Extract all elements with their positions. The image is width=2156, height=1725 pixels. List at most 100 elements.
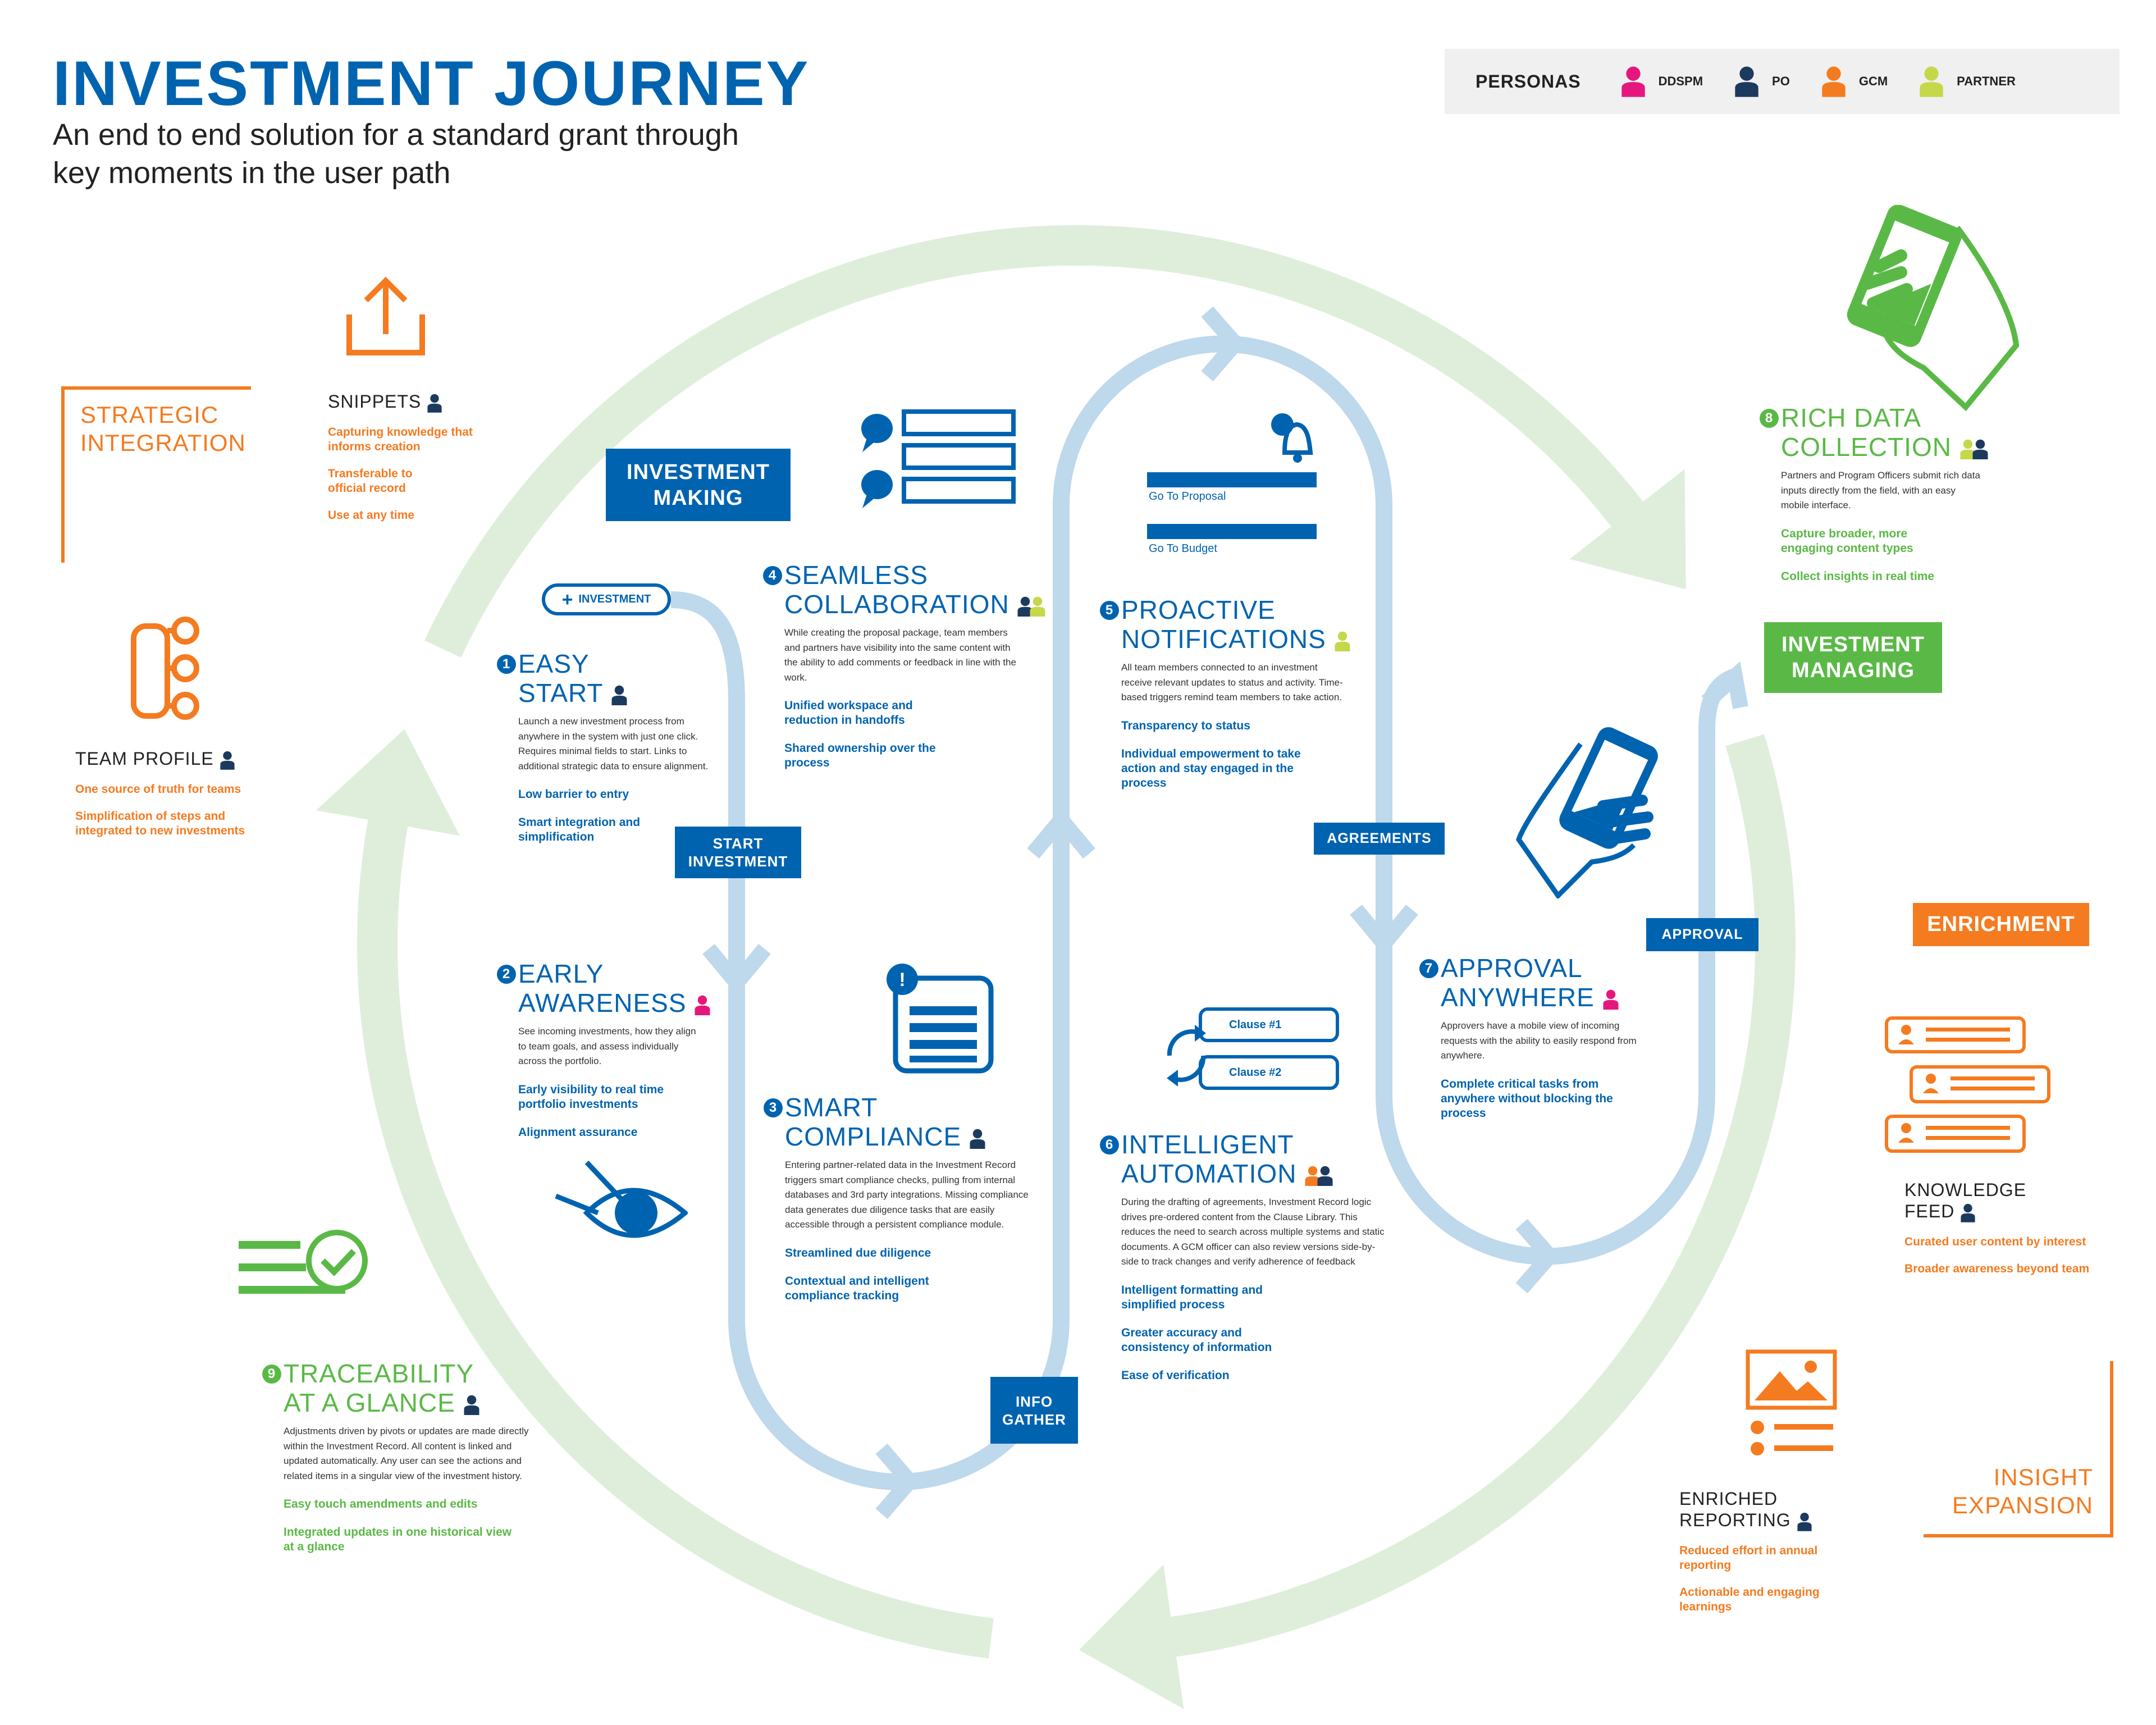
personas-label: PERSONAS (1476, 71, 1581, 92)
mobile-approval-icon (1516, 727, 1658, 898)
refresh-icon (1167, 1025, 1206, 1087)
step-description: Approvers have a mobile view of incoming… (1441, 1020, 1637, 1061)
notification-bar (1147, 472, 1317, 487)
bell-icon (1271, 413, 1313, 463)
team-profile-item: Simplification of steps and integrated t… (75, 809, 245, 837)
step-title: SEAMLESS (784, 560, 928, 590)
step-title: NOTIFICATIONS (1121, 624, 1326, 654)
step-benefit: Low barrier to entry (518, 788, 629, 801)
step-number-badge: 2 (497, 965, 516, 984)
notification-bar (1147, 524, 1317, 539)
step-benefit: Easy touch amendments and edits (284, 1498, 478, 1510)
step-title: COMPLIANCE (785, 1122, 962, 1151)
person-icon (427, 394, 442, 413)
step-number-badge: 6 (1100, 1135, 1119, 1154)
step-title: INTELLIGENT (1121, 1130, 1294, 1159)
persona-gcm: GCM (1821, 66, 1888, 97)
step-title: EARLY (518, 959, 604, 988)
team-profile-item: One source of truth for teams (75, 782, 241, 796)
step-title: AWARENESS (518, 988, 687, 1017)
person-icon (220, 751, 235, 770)
step-title: PROACTIVE (1121, 595, 1276, 624)
new-investment-button[interactable]: +INVESTMENT (542, 583, 671, 615)
image-report-icon (1746, 1349, 1837, 1455)
path-arrow-right-1 (875, 1443, 920, 1519)
snippets-item: Capturing knowledge that informs creatio… (328, 425, 473, 453)
person-icon (1960, 1203, 1976, 1222)
mobile-hand-icon (1847, 205, 2019, 412)
knowledge-feed-title: KNOWLEDGE FEED (1904, 1180, 2027, 1221)
step-title: EASY (518, 649, 590, 678)
path-arrow-down-2 (1350, 905, 1418, 956)
step-benefit: Smart integration and simplification (518, 816, 641, 843)
step-benefit: Ease of verification (1121, 1368, 1230, 1382)
milestone-start-investment: START INVESTMENT (675, 827, 801, 878)
path-arrow-right-3 (1515, 1219, 1560, 1294)
person-icon (1919, 66, 1944, 97)
step-description: Launch a new investment process from any… (518, 716, 709, 772)
person-icon (1304, 1165, 1321, 1186)
milestone-approval: APPROVAL (1646, 918, 1758, 951)
person-icon (611, 684, 628, 706)
snippets-item: Transferable to official record (328, 467, 413, 495)
step-benefit: Capture broader, more engaging content t… (1781, 527, 1913, 555)
snippets-item: Use at any time (328, 508, 415, 522)
chat-collaboration-icon (861, 409, 1016, 508)
team-profile-title: TEAM PROFILE (75, 749, 214, 769)
personas-legend: PERSONAS DDSPM PO GCM PARTNER (1445, 49, 2120, 114)
cycle-arrowhead (1569, 469, 1686, 590)
insight-expansion-label: INSIGHT EXPANSION (1952, 1464, 2093, 1518)
step-number-badge: 4 (763, 566, 782, 585)
persona-partner: PARTNER (1919, 66, 2016, 97)
path-arrow-up-2 (1701, 661, 1748, 709)
page-title: INVESTMENT JOURNEY (53, 48, 810, 118)
lifecycle-cycle-arrows (316, 225, 1796, 1709)
person-icon (1797, 1512, 1812, 1531)
person-icon (1821, 66, 1847, 97)
step-description: During the drafting of agreements, Inves… (1121, 1197, 1385, 1267)
journey-path (670, 335, 1738, 1490)
step-benefit: Collect insights in real time (1781, 569, 1935, 583)
step-benefit: Unified workspace and reduction in hando… (784, 699, 913, 727)
strategic-integration-label: STRATEGIC INTEGRATION (80, 401, 246, 456)
go-to-budget-link[interactable]: Go To Budget (1149, 542, 1217, 555)
clause-card-2: Clause #2 (1199, 1055, 1339, 1090)
person-icon (1017, 596, 1034, 617)
step-benefit: Early visibility to real time portfolio … (518, 1083, 664, 1111)
person-icon (1734, 66, 1760, 97)
step-title: AT A GLANCE (284, 1388, 455, 1417)
path-arrow-right-2 (1201, 306, 1246, 382)
step-title: COLLECTION (1781, 432, 1952, 462)
step-number-badge: 3 (764, 1098, 783, 1117)
team-hierarchy-icon (131, 617, 199, 720)
eye-icon (555, 1160, 688, 1238)
step-title: ANYWHERE (1441, 983, 1595, 1012)
step-description: Adjustments driven by pivots or updates … (284, 1426, 529, 1481)
cycle-arc (1171, 734, 1796, 1657)
knowledge-feed-item: Curated user content by interest (1904, 1235, 2086, 1248)
step-number-badge: 9 (262, 1365, 281, 1384)
step-title: RICH DATA (1781, 403, 1922, 432)
step-benefit: Intelligent formatting and simplified pr… (1121, 1283, 1263, 1311)
compliance-document-icon: ! (887, 964, 994, 1074)
page-subtitle: An end to end solution for a standard gr… (53, 118, 739, 190)
go-to-proposal-link[interactable]: Go To Proposal (1149, 490, 1226, 503)
step-title: APPROVAL (1441, 953, 1583, 983)
step-title: AUTOMATION (1121, 1159, 1297, 1188)
path-arrow-down-1 (702, 944, 771, 995)
step-number-badge: 8 (1760, 409, 1779, 428)
step-benefit: Contextual and intelligent compliance tr… (785, 1274, 929, 1302)
person-icon (1602, 989, 1619, 1010)
strategic-integration-bracket: STRATEGIC INTEGRATION (61, 386, 251, 563)
enriched-reporting-block: ENRICHED REPORTING Reduced effort in ann… (1679, 1488, 1848, 1614)
step-number-badge: 1 (497, 655, 516, 674)
upload-icon (346, 276, 425, 355)
